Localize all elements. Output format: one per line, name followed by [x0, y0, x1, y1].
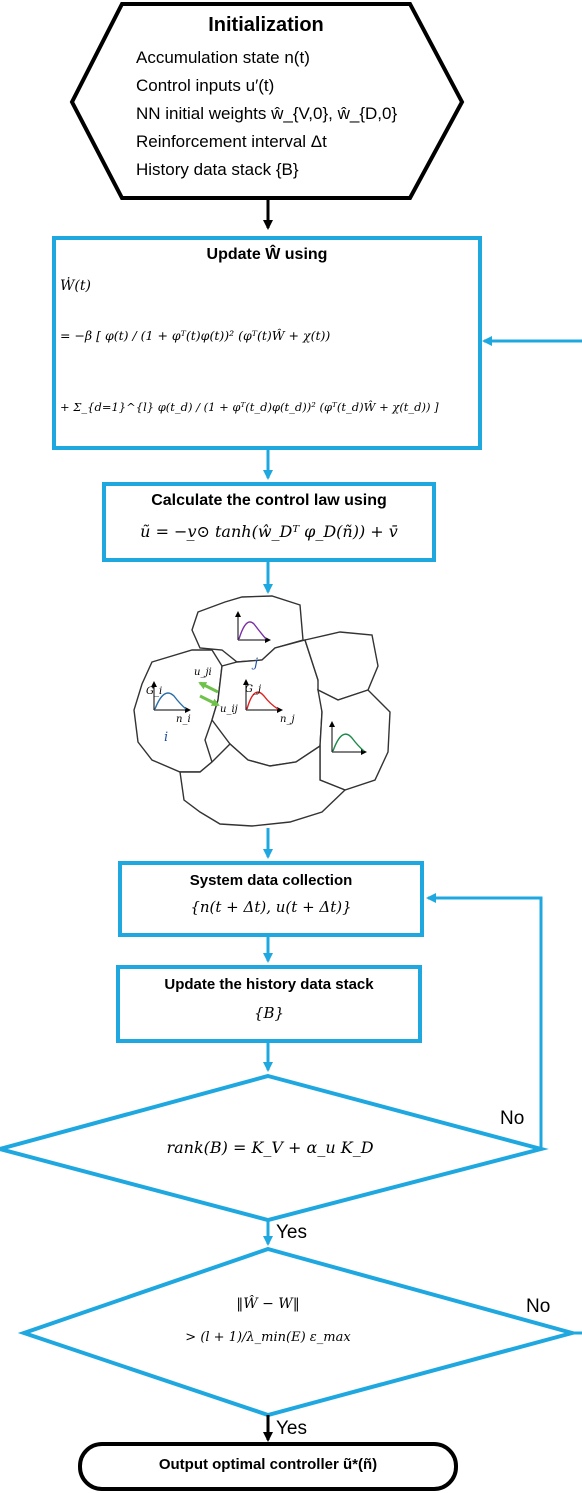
decision1-yes-label: Yes: [276, 1222, 307, 1243]
chart-j-red: [243, 679, 283, 713]
history-stack-box: [116, 965, 422, 1043]
init-line-2: Control inputs u′(t): [136, 76, 275, 95]
data-collection-title: System data collection: [189, 872, 353, 889]
label-g-i: G_i: [146, 686, 163, 697]
update-w-box: [52, 236, 482, 450]
flow-arrow-ij: [199, 694, 220, 707]
label-u-ji: u_ji: [194, 667, 212, 678]
data-collection-equation: {n(t + Δt), u(t + Δt)}: [190, 898, 352, 916]
control-law-box: [102, 482, 436, 562]
initialization-hexagon: [69, 2, 465, 200]
history-stack-title: Update the history data stack: [164, 976, 374, 993]
chart-right-green: [329, 721, 367, 755]
arrow-decision1-no-loop: [426, 893, 543, 1150]
update-w-eq-line2: + Σ_{d=1}^{l} φ(t_d) / (1 + φᵀ(t_d)φ(t_d…: [60, 400, 439, 414]
output-terminator: [78, 1442, 458, 1491]
init-line-3: NN initial weights ŵ_{V,0}, ŵ_{D,0}: [136, 104, 398, 123]
label-n-j: n_j: [280, 714, 295, 725]
decision1-no-label: No: [500, 1108, 525, 1129]
label-g-j: G_j: [245, 684, 262, 695]
chart-top-purple: [235, 611, 271, 643]
init-line-4: Reinforcement interval Δt: [136, 132, 327, 151]
history-stack-equation: {B}: [253, 1004, 285, 1022]
decision2-condition-bottom: > (l + 1)/λ_min(E) ε_max: [185, 1330, 351, 1345]
label-n-i: n_i: [176, 714, 191, 725]
decision2-yes-label: Yes: [276, 1418, 307, 1439]
decision2-no-label: No: [526, 1296, 551, 1317]
decision1-condition: rank(B) = K_V + α_u K_D: [166, 1138, 374, 1157]
control-law-title: Calculate the control law using: [151, 492, 387, 509]
label-region-i: i: [164, 730, 169, 745]
chart-i-blue: [151, 681, 191, 713]
label-region-j: j: [254, 656, 259, 671]
update-w-eq-line1: = −β [ φ(t) / (1 + φᵀ(t)φ(t))² (φᵀ(t)Ŵ +…: [60, 328, 331, 343]
control-law-equation: ũ = −v̲⊙ tanh(ŵ_Dᵀ φ_D(ñ)) + v̄: [140, 522, 398, 541]
init-line-5: History data stack {B}: [136, 160, 299, 179]
data-collection-box: [118, 861, 424, 937]
region-bottom: [179, 743, 347, 827]
network-illustration: [133, 595, 391, 827]
decision2-condition-top: ‖Ŵ − W‖: [236, 1296, 300, 1312]
init-line-1: Accumulation state n(t): [136, 48, 310, 67]
output-label: Output optimal controller ũ*(ñ): [158, 1456, 378, 1473]
update-w-lhs: Ẇ(t): [60, 278, 91, 294]
flow-arrow-ji: [198, 681, 219, 694]
init-title: Initialization: [208, 14, 324, 36]
label-u-ij: u_ij: [220, 704, 238, 715]
update-w-title: Update Ŵ using: [206, 246, 328, 263]
